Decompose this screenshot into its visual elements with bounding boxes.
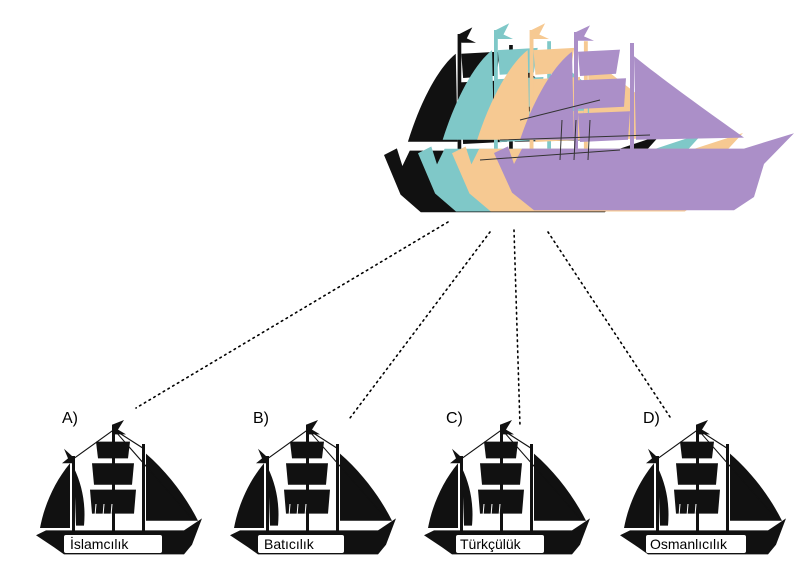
option-letter: C): [446, 410, 463, 427]
connector-line-b: [349, 231, 491, 419]
connector-line-a: [135, 221, 449, 409]
hull-label-box: [456, 535, 544, 553]
option-d: D) Osmanlıcılık: [619, 410, 787, 556]
hull-label-box: [646, 535, 746, 553]
hull-label: Osmanlıcılık: [650, 536, 728, 552]
option-letter: B): [253, 410, 269, 427]
ship-icon: [423, 419, 591, 556]
connector-line-d: [547, 231, 673, 421]
hull-label-box: [258, 535, 344, 553]
option-a: A) İslamcılık: [35, 410, 203, 556]
hull-label: İslamcılık: [70, 535, 129, 552]
ship-icon: [229, 419, 397, 556]
option-letter: A): [62, 410, 78, 427]
main-ship-rigging: [479, 99, 651, 161]
hull-label: Batıcılık: [264, 536, 315, 552]
connector-lines: [135, 221, 673, 427]
hull-label: Türkçülük: [460, 536, 522, 552]
main-ship: [384, 23, 794, 213]
option-c: C) Türkçülük: [423, 410, 591, 556]
option-b: B) Batıcılık: [229, 410, 397, 556]
hull-label-box: [64, 535, 162, 553]
ship-icon: [619, 419, 787, 556]
ship-icon: [35, 419, 203, 556]
connector-line-c: [513, 229, 521, 427]
option-letter: D): [643, 410, 660, 427]
